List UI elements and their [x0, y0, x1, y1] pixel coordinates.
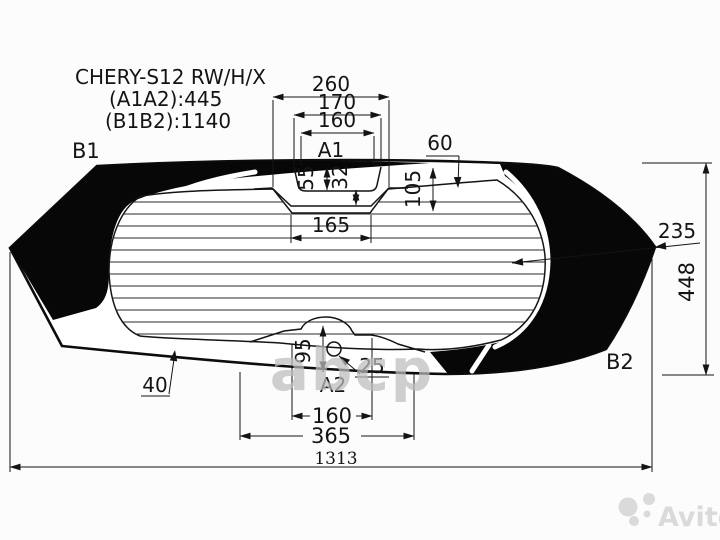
dim-32-label: 32: [328, 164, 352, 189]
spec-b1b2: (B1B2):1140: [105, 109, 231, 133]
spec-a1a2: (A1A2):445: [109, 87, 222, 111]
dim-448-label: 448: [675, 262, 699, 302]
defroster-border: [108, 179, 546, 351]
dim-105-label: 105: [401, 170, 425, 208]
dim-170-label: 170: [318, 90, 356, 114]
dim-55-label: 55: [294, 165, 318, 190]
label-a2: A2: [320, 373, 346, 397]
wiper-hole: [326, 341, 342, 357]
dim-235-label: 235: [658, 219, 696, 243]
label-a1: A1: [318, 138, 344, 162]
dim-60-label: 60: [427, 131, 452, 155]
wiper-mount-bump: [249, 316, 426, 353]
dim-1313-label: 1313: [314, 449, 357, 469]
frit-gap-right: [492, 169, 551, 350]
watermark-abcp: abcp: [270, 336, 435, 404]
frit-band-right: [430, 164, 655, 374]
watermark-avito-label: Avito: [658, 502, 720, 533]
dim-365-label: 365: [311, 424, 351, 448]
dim-160-top-label: 160: [318, 108, 356, 132]
frit-band-left: [10, 161, 430, 320]
frit-gap-bottom: [469, 342, 492, 374]
avito-logo-icon: [618, 493, 655, 526]
dim-260-label: 260: [312, 72, 350, 96]
label-b1: B1: [72, 139, 100, 163]
brake-light-recess: [253, 187, 408, 207]
dim-40-label: 40: [142, 373, 167, 397]
extension-lines: [9, 100, 714, 472]
avito-watermark: Avito: [618, 493, 720, 533]
dim-160-bottom-label: 160: [312, 404, 352, 428]
dim-25-label: 25: [359, 354, 384, 378]
label-b2: B2: [606, 350, 634, 374]
dim-235-arrow: [654, 242, 667, 251]
dimension-lines: [9, 93, 710, 471]
dim-95-label: 95: [291, 338, 315, 363]
dim-235-line: [511, 242, 701, 264]
part-title: CHERY-S12 RW/H/X: [75, 65, 266, 89]
dim-165-label: 165: [312, 213, 350, 237]
brake-light-cutout: [293, 166, 382, 192]
